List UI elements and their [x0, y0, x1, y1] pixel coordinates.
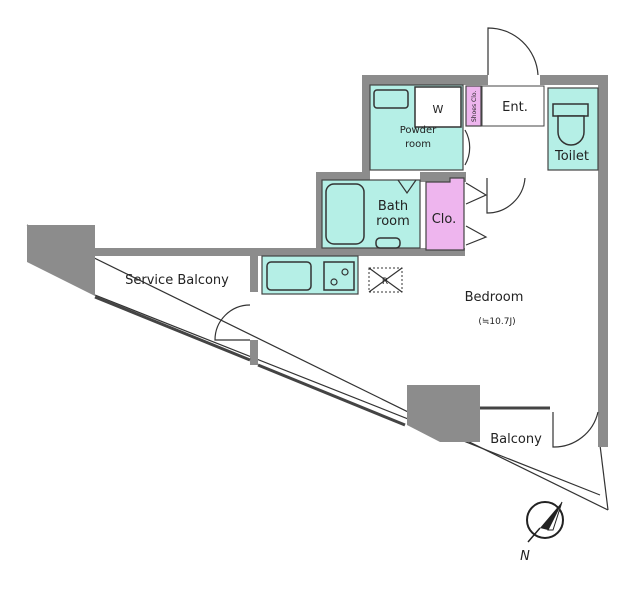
- wall-column: [407, 385, 480, 442]
- kitchen-sink: [266, 261, 312, 291]
- north-label: N: [520, 549, 530, 564]
- bedroom-door[interactable]: [486, 177, 526, 214]
- service-balcony-label: Service Balcony: [125, 273, 229, 288]
- stove: [323, 261, 355, 291]
- wall-powder-left: [362, 75, 370, 180]
- bathtub: [325, 183, 365, 245]
- bedroom-label: Bedroom: [465, 290, 524, 305]
- wall-service-balcony-top: [95, 248, 325, 256]
- bath-room-label-2: room: [376, 214, 410, 229]
- toilet-label: Toilet: [554, 149, 589, 164]
- wall-partition: [250, 340, 258, 365]
- wall-left-block: [27, 225, 95, 296]
- balcony-edge-line: [94, 294, 601, 496]
- closet: [425, 177, 465, 251]
- shoes-closet-label: Shoes Clo.: [471, 91, 478, 122]
- wall-kitchen-left: [250, 256, 258, 292]
- toilet-bowl: [557, 115, 585, 146]
- balcony-door[interactable]: [552, 411, 599, 448]
- bath-door[interactable]: [397, 179, 417, 195]
- service-balcony-door[interactable]: [214, 304, 251, 341]
- powder-room-door[interactable]: [464, 129, 471, 166]
- wall-top-right: [540, 75, 608, 85]
- bath-room-label: Bath: [378, 199, 408, 214]
- shoes-closet: [465, 85, 482, 127]
- closet-doors[interactable]: [465, 182, 488, 246]
- burner-icon: [341, 268, 349, 276]
- closet-label: Clo.: [432, 212, 457, 227]
- bath-sink: [375, 237, 401, 249]
- wall-top-left: [362, 75, 488, 85]
- wall-right: [598, 75, 608, 447]
- wall-bath-left: [316, 172, 324, 256]
- refrigerator-space: [368, 267, 403, 293]
- powder-room-label-2: room: [405, 139, 431, 150]
- wash-basin: [373, 89, 409, 109]
- burner-icon: [330, 278, 338, 286]
- balcony-side-line: [599, 444, 609, 511]
- refrigerator-label: R: [382, 277, 388, 287]
- washer-label: W: [433, 103, 444, 116]
- balcony-label: Balcony: [490, 432, 542, 447]
- service-balcony-rail: [94, 295, 251, 362]
- powder-room-label: Powder: [400, 125, 437, 136]
- washer-space: [414, 86, 462, 128]
- toilet-tank: [552, 103, 589, 117]
- wall-kitchen-top: [255, 248, 465, 256]
- bedroom-size-label: (≒10.7J): [478, 317, 515, 327]
- entrance-door[interactable]: [487, 27, 539, 76]
- wall-closet-top: [420, 172, 466, 182]
- wall-bath-top: [316, 172, 368, 180]
- compass-icon: [526, 501, 564, 543]
- refrigerator-cross: [368, 267, 403, 293]
- entrance-label: Ent.: [502, 100, 528, 115]
- entrance: [481, 85, 545, 127]
- bedroom-window: [257, 363, 406, 427]
- exterior-edge-line: [26, 224, 609, 511]
